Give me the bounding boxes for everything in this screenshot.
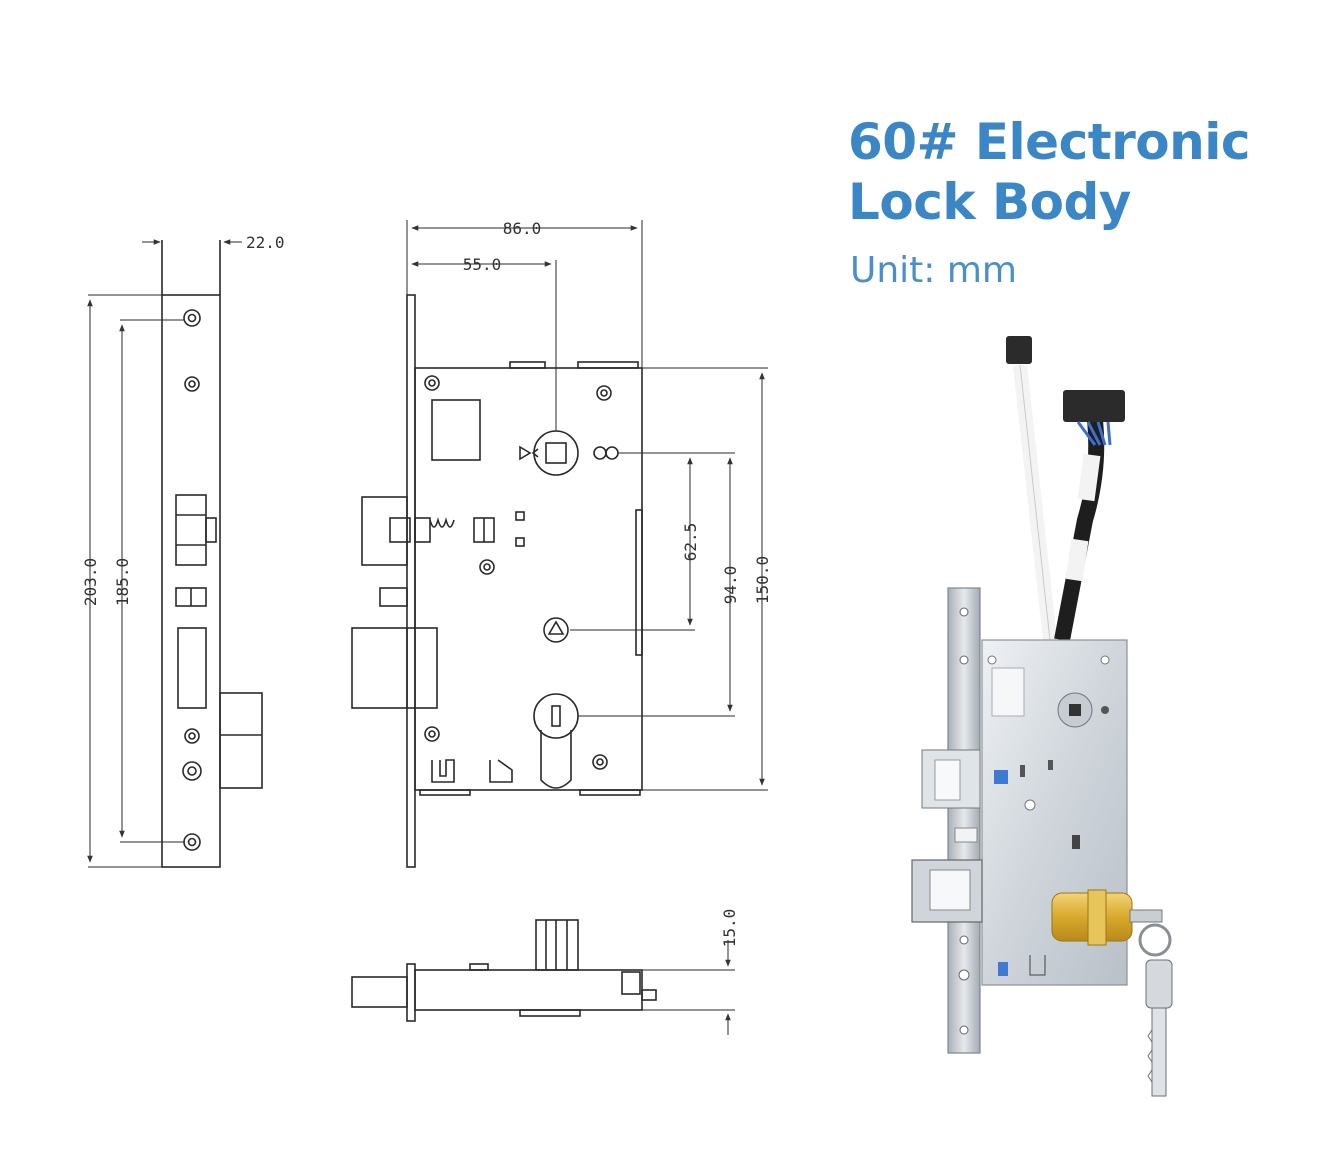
connector-large [1063,390,1125,422]
faceplate-outline [161,294,221,868]
lock-body-render [911,336,1173,1097]
key-render [1145,959,1173,1009]
front-view [351,220,768,868]
dim-faceplate-thickness: 22.0 [246,233,285,252]
unit-label: Unit: mm [850,250,1017,291]
title-line-2: Lock Body [848,173,1131,231]
lock-case-outline [414,367,643,791]
dim-bottom-depth: 15.0 [720,909,739,948]
dim-backset: 55.0 [463,255,502,274]
dim-spindle-lower: 62.5 [681,523,700,562]
dim-spindle-cylinder: 94.0 [721,566,740,605]
connector-small [1006,336,1032,364]
side-view [87,239,263,868]
dim-screw-spacing: 185.0 [113,558,132,606]
product-title: 60# Electronic Lock Body [848,112,1251,232]
bottom-view [351,919,735,1035]
title-line-1: 60# Electronic [848,113,1251,171]
dim-body-height: 150.0 [753,556,772,604]
dim-overall-height: 203.0 [81,558,100,606]
dim-body-width: 86.0 [503,219,542,238]
